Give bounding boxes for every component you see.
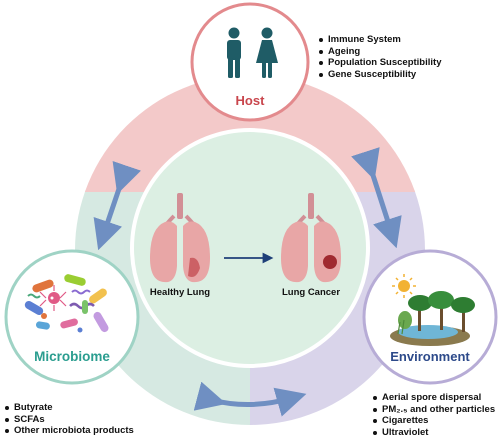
arrow-host-environment xyxy=(351,147,402,249)
environment-node xyxy=(362,249,498,385)
tumor-icon xyxy=(323,255,337,269)
healthy-lung-icon xyxy=(150,193,210,283)
healthy-lung-label: Healthy Lung xyxy=(149,287,211,298)
male-person-icon xyxy=(227,27,241,78)
microbiome-factor-item: Other microbiota products xyxy=(4,425,134,437)
host-node xyxy=(190,2,310,122)
environment-factor-item: Aerial spore dispersal xyxy=(372,392,495,404)
environment-factor-item: Ultraviolet xyxy=(372,427,495,439)
microbiome-node xyxy=(4,249,140,385)
host-title: Host xyxy=(235,93,265,108)
microbiome-title: Microbiome xyxy=(34,349,110,364)
host-factor-item: Population Susceptibility xyxy=(318,57,441,69)
bacteria-icon xyxy=(24,274,109,333)
host-factor-item: Immune System xyxy=(318,34,441,46)
environment-factor-list: Aerial spore dispersal PM₂.₅ and other p… xyxy=(372,392,495,438)
host-factor-list: Immune System Ageing Population Suscepti… xyxy=(318,34,441,80)
microbiome-factor-item: Butyrate xyxy=(4,402,134,414)
lung-cancer-label: Lung Cancer xyxy=(281,287,341,298)
environment-factor-item: Cigarettes xyxy=(372,415,495,427)
female-person-icon xyxy=(256,27,278,78)
microbiome-factor-item: SCFAs xyxy=(4,414,134,426)
host-factor-item: Ageing xyxy=(318,46,441,58)
arrow-microbiome-environment xyxy=(193,381,307,417)
lung-cancer-icon xyxy=(281,193,341,283)
microbiome-factor-list: Butyrate SCFAs Other microbiota products xyxy=(4,402,134,437)
host-factor-item: Gene Susceptibility xyxy=(318,69,441,81)
landscape-icon xyxy=(390,274,475,346)
environment-factor-item: PM₂.₅ and other particles xyxy=(372,404,495,416)
environment-title: Environment xyxy=(390,349,470,364)
arrow-host-microbiome xyxy=(93,160,142,251)
